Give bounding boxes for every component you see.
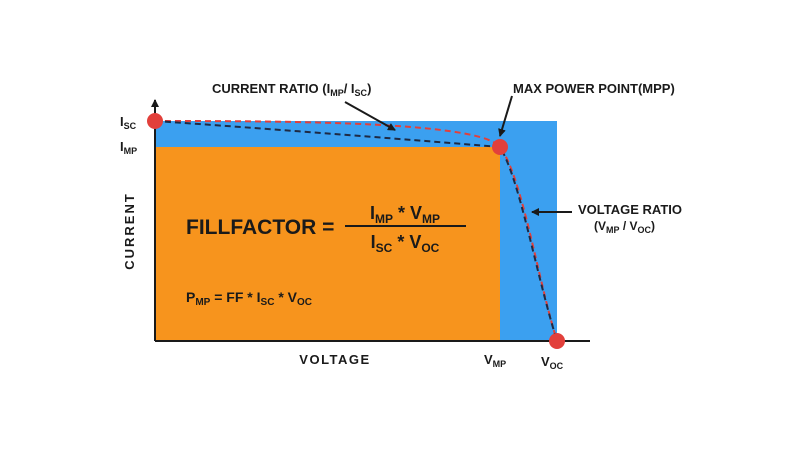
mpp-marker xyxy=(492,139,508,155)
mpp-arrow xyxy=(498,95,513,137)
y-axis-label: CURRENT xyxy=(122,192,137,270)
voc-label: VOC xyxy=(541,354,564,371)
fillfactor-label: FILLFACTOR = xyxy=(186,216,334,239)
voc-marker xyxy=(549,333,565,349)
isc-label: ISC xyxy=(120,114,137,131)
voltage-ratio-title: VOLTAGE RATIO xyxy=(578,202,682,217)
formula-denominator: ISC * VOC xyxy=(371,232,440,255)
mpp-label: MAX POWER POINT(MPP) xyxy=(513,81,675,96)
max-power-rectangle xyxy=(155,147,500,341)
formula-numerator: IMP * VMP xyxy=(370,203,440,226)
real-iv-curve xyxy=(154,120,558,342)
imp-label: IMP xyxy=(120,139,137,156)
vmp-label: VMP xyxy=(484,352,506,369)
pmp-formula: PMP = FF * ISC * VOC xyxy=(186,289,312,308)
current-ratio-label: CURRENT RATIO (IMP/ ISC) xyxy=(212,81,371,98)
voltage-ratio-formula: (VMP / VOC) xyxy=(594,219,655,235)
current-ratio-arrow xyxy=(344,101,396,131)
x-axis-label: VOLTAGE xyxy=(299,352,370,367)
isc-marker xyxy=(147,113,163,129)
